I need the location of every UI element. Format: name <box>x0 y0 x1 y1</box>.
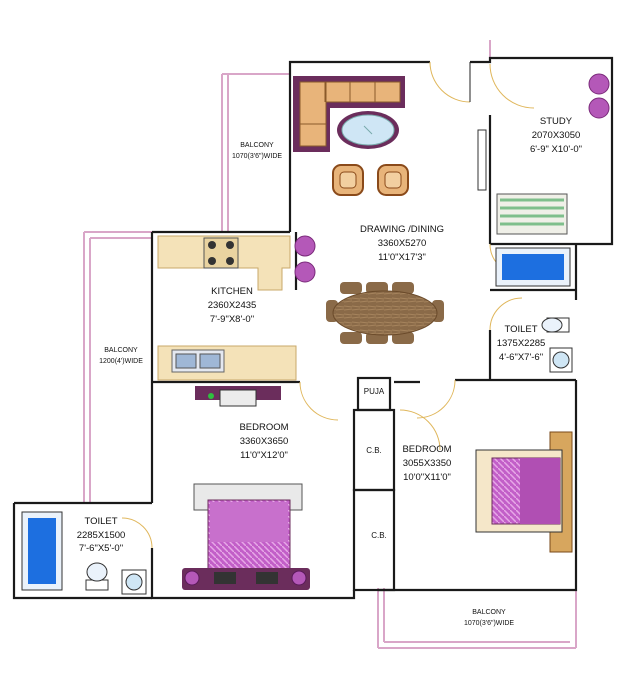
label-toilet-left: TOILET 2285X1500 7'-6"X5'-0" <box>77 516 126 554</box>
balcony-bottom-rail <box>377 588 577 649</box>
tv-unit <box>195 386 281 407</box>
balcony-top-name: BALCONY <box>240 142 274 149</box>
plants-drawing <box>294 235 316 283</box>
label-drawing-dining: DRAWING /DINING 3360X5270 11'0"X17'3" <box>360 224 444 263</box>
kitchen-size-mm: 2360X2435 <box>208 300 257 311</box>
bedroom-right-name: BEDROOM <box>402 444 451 455</box>
balcony-bottom-size: 1070(3'6")WIDE <box>464 620 514 627</box>
balcony-left-name: BALCONY <box>104 347 138 354</box>
bedroom-left-name: BEDROOM <box>239 422 288 433</box>
study-size-mm: 2070X3050 <box>532 130 581 141</box>
dining-table <box>326 282 444 344</box>
toilet-right-name: TOILET <box>504 324 537 335</box>
toilet-left-size-mm: 2285X1500 <box>77 530 126 541</box>
armchairs <box>332 164 409 196</box>
drawing-dining-size-mm: 3360X5270 <box>378 238 427 249</box>
toilet-right-size-ft: 4'-6"X7'-6" <box>499 352 543 363</box>
study-name: STUDY <box>540 116 573 127</box>
label-cb-upper: C.B. <box>366 446 382 455</box>
label-balcony-left: BALCONY 1200(4')WIDE <box>99 347 143 365</box>
bedroom-right-size-mm: 3055X3350 <box>403 458 452 469</box>
toilet-left-fixtures <box>21 511 147 595</box>
balcony-top-size: 1070(3'6")WIDE <box>232 153 282 160</box>
drawing-dining-name: DRAWING /DINING <box>360 224 444 235</box>
toilet-right-fixtures <box>495 247 573 373</box>
label-study: STUDY 2070X3050 6'-9" X10'-0" <box>530 116 582 155</box>
label-toilet-right: TOILET 1375X2285 4'-6"X7'-6" <box>497 324 546 363</box>
study-size-ft: 6'-9" X10'-0" <box>530 144 582 155</box>
study-furniture <box>477 73 610 235</box>
balcony-left-size: 1200(4')WIDE <box>99 358 143 365</box>
label-balcony-top: BALCONY 1070(3'6")WIDE <box>232 142 282 160</box>
bedroom-left-size-ft: 11'0"X12'0" <box>240 450 288 461</box>
kitchen-counter <box>157 235 297 381</box>
sofa-l-shaped <box>293 76 405 152</box>
bedroom-right-size-ft: 10'0"X11'0" <box>403 472 451 483</box>
toilet-left-name: TOILET <box>84 516 117 527</box>
balcony-bottom-name: BALCONY <box>472 609 506 616</box>
bed-left <box>182 483 310 590</box>
balcony-top-rail <box>221 73 290 232</box>
kitchen-size-ft: 7'-9"X8'-0" <box>210 314 254 325</box>
label-puja: PUJA <box>364 387 385 396</box>
label-balcony-bottom: BALCONY 1070(3'6")WIDE <box>464 609 514 627</box>
label-bedroom-right: BEDROOM 3055X3350 10'0"X11'0" <box>402 444 451 483</box>
label-kitchen: KITCHEN 2360X2435 7'-9"X8'-0" <box>208 286 257 325</box>
drawing-dining-size-ft: 11'0"X17'3" <box>378 252 426 263</box>
toilet-left-size-ft: 7'-6"X5'-0" <box>79 543 123 554</box>
label-cb-lower: C.B. <box>371 531 387 540</box>
balcony-left-rail <box>83 231 152 503</box>
kitchen-name: KITCHEN <box>211 286 253 297</box>
coffee-table <box>337 111 399 149</box>
label-bedroom-left: BEDROOM 3360X3650 11'0"X12'0" <box>239 422 288 461</box>
toilet-right-size-mm: 1375X2285 <box>497 338 546 349</box>
bedroom-left-size-mm: 3360X3650 <box>240 436 289 447</box>
walls <box>12 56 614 600</box>
bed-right <box>475 431 573 553</box>
